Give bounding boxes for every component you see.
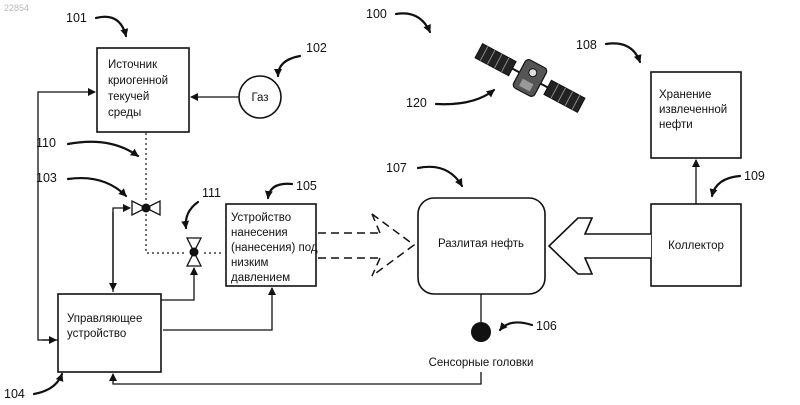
ref-110: 110 — [36, 136, 56, 150]
spilled-oil-box: Разлитая нефть — [418, 198, 545, 294]
applicator-label-line-5: давлением — [231, 272, 290, 284]
storage-label-line-3: нефти — [659, 119, 693, 131]
ref-110-leader — [68, 142, 138, 156]
watermark: 22854 — [4, 3, 29, 13]
ref-107: 107 — [386, 161, 407, 175]
applicator-label-line-4: низким — [231, 257, 269, 269]
controller-label-line-2: устройство — [67, 328, 126, 340]
source-label-line-3: текучей — [108, 91, 149, 103]
source-label-line-4: среды — [108, 107, 141, 119]
source-label-line-2: криогенной — [108, 75, 168, 87]
sensor-to-controller-line — [113, 372, 481, 384]
ref-100-leader — [396, 13, 430, 32]
gas-label: Газ — [251, 92, 268, 104]
ref-102: 102 — [306, 41, 327, 55]
controller-to-applicator — [163, 288, 272, 330]
applicator-box: Устройство нанесения (нанесения) под низ… — [226, 204, 318, 286]
ref-109-leader — [712, 176, 740, 196]
ref-105: 105 — [296, 179, 317, 193]
ref-111-leader — [186, 202, 198, 228]
collector-box: Коллектор — [651, 204, 741, 286]
cryogenic-source-box: Источник криогенной текучей среды — [97, 48, 189, 132]
oil-storage-box: Хранение извлеченной нефти — [651, 72, 741, 158]
ref-105-leader — [268, 184, 292, 198]
ref-108: 108 — [576, 38, 597, 52]
controller-to-main-valve — [113, 208, 130, 292]
ref-111: 111 — [202, 186, 221, 200]
ref-120-leader — [436, 90, 494, 104]
ref-104: 104 — [4, 387, 25, 401]
controller-box: Управляющее устройство — [58, 294, 161, 372]
applicator-label-line-2: нанесения — [231, 227, 288, 239]
controller-to-secondary-valve — [161, 268, 194, 300]
storage-label-line-2: извлеченной — [659, 104, 727, 116]
ref-106-leader — [500, 322, 532, 330]
ref-109: 109 — [744, 169, 765, 183]
ref-107-leader — [418, 167, 462, 186]
applicator-label-line-3: (нанесения) под — [231, 242, 318, 254]
ref-108-leader — [606, 43, 640, 62]
cryogenic-line-lower — [146, 214, 184, 253]
spray-arrow — [318, 214, 414, 276]
storage-label-line-1: Хранение — [659, 89, 711, 101]
secondary-valve — [187, 238, 201, 266]
ref-106: 106 — [536, 319, 557, 333]
ref-102-leader — [278, 56, 300, 76]
ref-103: 103 — [36, 171, 57, 185]
ref-104-leader — [34, 374, 62, 394]
spilled-oil-label: Разлитая нефть — [438, 238, 524, 250]
controller-label-line-1: Управляющее — [67, 313, 142, 325]
gas-node: Газ — [239, 76, 281, 118]
ref-101: 101 — [66, 11, 87, 25]
ref-103-leader — [68, 178, 126, 196]
sensor-heads-label: Сенсорные головки — [429, 357, 534, 369]
applicator-label-line-1: Устройство — [231, 212, 291, 224]
satellite-icon — [471, 37, 588, 120]
ref-120: 120 — [406, 96, 427, 110]
main-valve — [132, 201, 160, 215]
sensor-heads: Сенсорные головки — [429, 322, 534, 369]
collector-to-spill-arrow — [549, 218, 651, 274]
collector-label: Коллектор — [668, 240, 724, 252]
source-label-line-1: Источник — [108, 59, 158, 71]
ref-100: 100 — [366, 7, 387, 21]
ref-101-leader — [96, 17, 126, 36]
